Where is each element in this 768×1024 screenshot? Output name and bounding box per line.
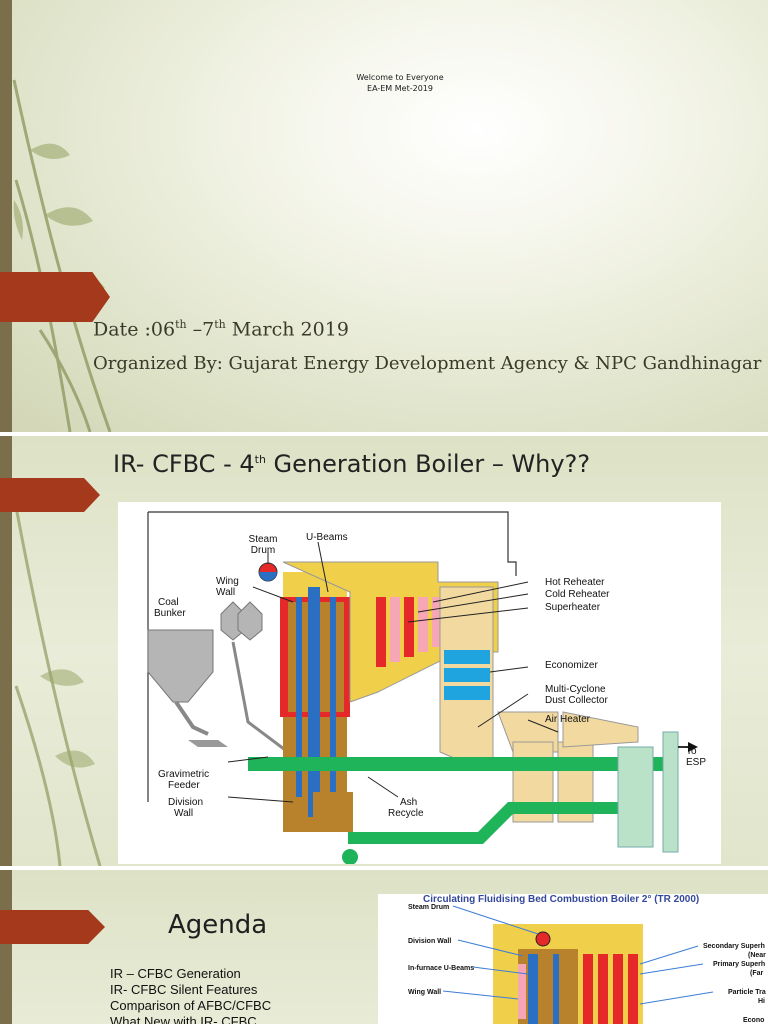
label-primary: Primary Superh xyxy=(713,961,765,968)
label-gravimetric-2: Feeder xyxy=(168,780,200,791)
label-division-2: Wall xyxy=(174,808,193,819)
agenda-item: Comparison of AFBC/CFBC xyxy=(110,998,272,1013)
agenda-item: IR – CFBC Generation xyxy=(110,966,241,981)
boiler-diagram-svg: Steam Drum U-Beams Wing Wall Coal Bunker… xyxy=(147,511,706,865)
cfbc-diagram: Circulating Fluidising Bed Combustion Bo… xyxy=(378,894,768,1024)
label-hot-reheater: Hot Reheater xyxy=(545,577,605,588)
label-multi-cyclone-1: Multi-Cyclone xyxy=(545,684,606,695)
title-prefix: IR- CFBC - 4 xyxy=(113,450,255,478)
slide-divider xyxy=(0,866,768,870)
slide-divider xyxy=(0,432,768,436)
label-coal-bunker-1: Coal xyxy=(158,597,179,608)
label-division-wall: Division Wall xyxy=(408,938,451,945)
label-gravimetric-1: Gravimetric xyxy=(158,769,209,780)
cfbc-diagram-svg: Circulating Fluidising Bed Combustion Bo… xyxy=(408,894,766,1024)
slide-left-bar xyxy=(0,870,12,1024)
slide-left-bar xyxy=(0,0,12,432)
welcome-line-1: Welcome to Everyone xyxy=(356,73,444,82)
label-ash-1: Ash xyxy=(400,797,417,808)
label-air-heater: Air Heater xyxy=(545,714,591,725)
label-steam-drum-1: Steam xyxy=(249,534,278,545)
slide-left-bar xyxy=(0,436,12,866)
label-near: (Near xyxy=(748,952,766,959)
date-suffix: March 2019 xyxy=(225,318,349,341)
title-suffix: Generation Boiler – Why?? xyxy=(265,450,591,478)
label-superheater: Superheater xyxy=(545,602,601,613)
title-arrow-marker xyxy=(0,910,105,944)
label-particle-2: Hi xyxy=(758,998,765,1005)
label-steam-drum: Steam Drum xyxy=(408,904,449,911)
welcome-text: Welcome to Everyone EA-EM Met-2019 xyxy=(0,72,768,94)
slide-title: IR- CFBC - 4th Generation Boiler – Why?? xyxy=(113,450,590,478)
label-wing-wall-1: Wing xyxy=(216,576,239,587)
welcome-line-2: EA-EM Met-2019 xyxy=(367,84,433,93)
label-economizer: Economizer xyxy=(545,660,598,671)
svg-text:Steam: Steam xyxy=(249,534,278,545)
label-coal-bunker-2: Bunker xyxy=(154,608,186,619)
agenda-item: What New with IR- CFBC xyxy=(110,1014,257,1024)
label-far: (Far xyxy=(750,970,764,977)
label-secondary: Secondary Superh xyxy=(703,943,765,950)
cfbc-header: Circulating Fluidising Bed Combustion Bo… xyxy=(423,894,699,905)
label-wing-wall: Wing Wall xyxy=(408,989,441,996)
label-u-beams: In-furnace U-Beams xyxy=(408,965,474,972)
title-arrow-marker xyxy=(0,272,110,322)
date-sup-1: th xyxy=(175,318,187,331)
label-wing-wall-2: Wall xyxy=(216,587,235,598)
title-sup: th xyxy=(254,453,266,466)
label-ash-2: Recycle xyxy=(388,808,424,819)
date-mid: –7 xyxy=(186,318,215,341)
agenda-list: IR – CFBC Generation IR- CFBC Silent Fea… xyxy=(110,966,271,1024)
label-econ: Econo xyxy=(743,1017,764,1024)
label-division-1: Division xyxy=(168,797,203,808)
label-steam-drum-2: Drum xyxy=(251,545,275,556)
svg-text:Drum: Drum xyxy=(251,545,275,556)
organizer-text: Organized By: Gujarat Energy Development… xyxy=(93,353,762,374)
date-prefix: Date :06 xyxy=(93,318,176,341)
event-date: Date :06th –7th March 2019 xyxy=(93,318,349,340)
slide-boiler[interactable]: IR- CFBC - 4th Generation Boiler – Why?? xyxy=(0,436,768,866)
label-to-esp-1: To xyxy=(686,746,697,757)
slide-agenda[interactable]: Agenda IR – CFBC Generation IR- CFBC Sil… xyxy=(0,870,768,1024)
agenda-item: IR- CFBC Silent Features xyxy=(110,982,258,997)
title-arrow-marker xyxy=(0,478,100,512)
boiler-diagram: Steam Drum U-Beams Wing Wall Coal Bunker… xyxy=(118,502,721,865)
label-particle: Particle Tra xyxy=(728,989,766,996)
label-multi-cyclone-2: Dust Collector xyxy=(545,695,608,706)
agenda-title: Agenda xyxy=(168,910,268,940)
slide-title[interactable]: Welcome to Everyone EA-EM Met-2019 Date … xyxy=(0,0,768,432)
label-u-beams: U-Beams xyxy=(306,532,348,543)
date-sup-2: th xyxy=(214,318,226,331)
label-cold-reheater: Cold Reheater xyxy=(545,589,610,600)
label-to-esp-2: ESP xyxy=(686,757,706,768)
